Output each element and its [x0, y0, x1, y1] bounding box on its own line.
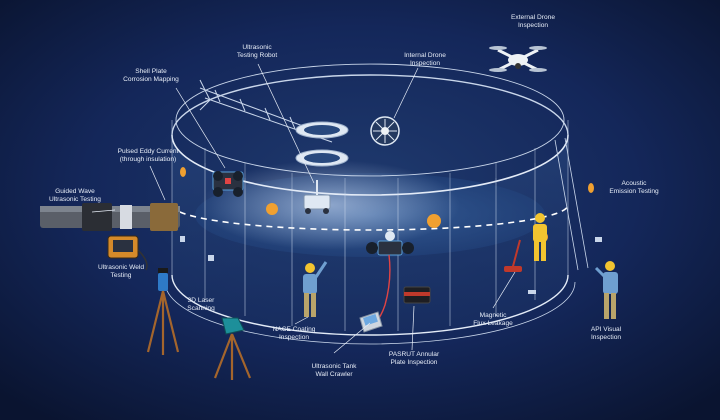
- leader-lines: [91, 63, 516, 354]
- laptop-icon: [213, 317, 252, 380]
- label-acoustic: Acoustic Emission Testing: [609, 180, 659, 195]
- roof-ring-1-hole: [304, 125, 340, 135]
- label-mfl: Magnetic Flux Leakage: [473, 312, 513, 327]
- nozzle-1: [208, 255, 214, 261]
- nozzle-2: [180, 236, 185, 242]
- tank-base-rim: [171, 274, 569, 336]
- ut-weld-device-icon: [107, 235, 148, 271]
- sensor-dot-4: [588, 183, 594, 193]
- tank-stairs: [554, 137, 589, 271]
- sensor-dot-1: [427, 214, 441, 228]
- sensor-dot-3: [180, 167, 186, 177]
- label-crawler: Ultrasonic Tank Wall Crawler: [311, 363, 357, 378]
- sensor-dot-2: [266, 203, 278, 215]
- roof-ring-2-hole: [304, 153, 340, 163]
- label-shell-plate: Shell Plate Corrosion Mapping: [123, 68, 179, 83]
- ut-floor-robot-icon: [303, 180, 331, 214]
- worker-icon: [533, 213, 547, 261]
- insulated-pipe: [40, 203, 180, 231]
- handrail-front: [175, 119, 565, 177]
- laser-scanner-icon: [146, 268, 180, 355]
- nozzle-4: [528, 290, 536, 294]
- worker-icon: [594, 261, 618, 319]
- label-ut-weld: Ultrasonic Weld Testing: [97, 264, 145, 279]
- label-external-drone: External Drone Inspection: [511, 14, 555, 29]
- crawler-icon: [366, 231, 414, 327]
- storage-tank: [164, 63, 602, 345]
- label-guided-wave: Guided Wave Ultrasonic Testing: [49, 188, 101, 203]
- label-pasrut: PASRUT Annular Plate Inspection: [388, 351, 440, 366]
- weld-seam: [171, 204, 569, 231]
- pasrut-device-icon: [403, 286, 431, 304]
- external-drone-icon: [489, 46, 547, 72]
- label-internal-drone: Internal Drone Inspection: [404, 52, 446, 67]
- tank-rim-back: [171, 74, 569, 136]
- label-laser: 3D Laser Scanning: [187, 297, 215, 312]
- handrail-back: [175, 63, 565, 121]
- ut-robot-icon: [212, 171, 244, 197]
- roof-walkway: [199, 79, 333, 143]
- internal-drone-icon: [370, 116, 400, 146]
- label-pulsed-eddy: Pulsed Eddy Current (through insulation): [117, 148, 179, 163]
- label-nace: NACE Coating Inspection: [272, 326, 316, 341]
- tank-rim-front: [171, 134, 569, 196]
- mfl-scanner-icon: [504, 239, 522, 272]
- label-ut-robot: Ultrasonic Testing Robot: [236, 44, 278, 59]
- nozzle-3: [595, 237, 602, 242]
- tank-foundation: [164, 281, 576, 345]
- worker-icon: [303, 261, 328, 317]
- label-api-visual: API Visual Inspection: [590, 326, 622, 341]
